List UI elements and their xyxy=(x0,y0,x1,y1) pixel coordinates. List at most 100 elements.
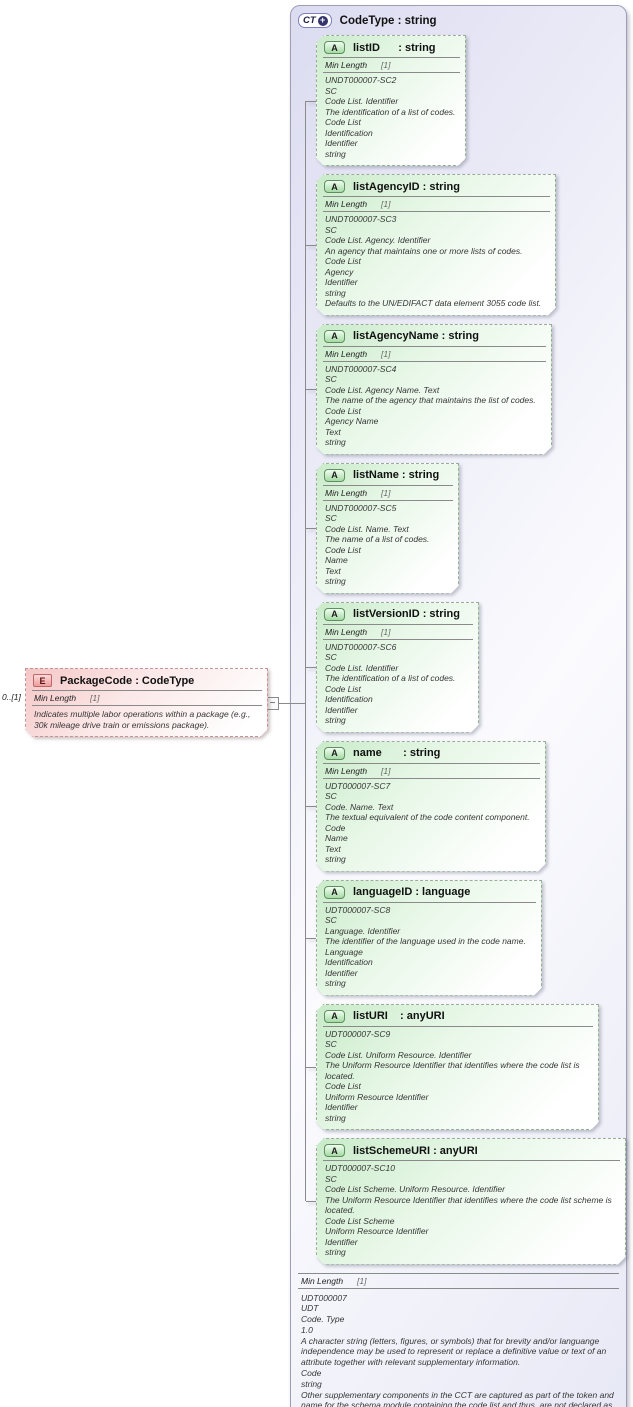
doc-line: SC xyxy=(325,1173,337,1184)
facet-label: Min Length xyxy=(325,626,368,637)
attribute-icon: A xyxy=(324,330,345,343)
attribute-box[interactable]: A listAgencyName : string Min Length [1]… xyxy=(316,324,552,455)
attribute-node: A listAgencyName : string Min Length [1]… xyxy=(306,324,621,455)
doc-line: Text xyxy=(325,565,341,576)
doc-line: string xyxy=(325,1247,346,1257)
doc-line: The identification of a list of codes. xyxy=(325,106,456,117)
attribute-header: A listVersionID : string xyxy=(324,608,474,621)
attribute-icon: A xyxy=(324,1144,345,1157)
doc-line: Defaults to the UN/EDIFACT data element … xyxy=(325,298,542,308)
facet-label: Min Length xyxy=(325,487,368,498)
doc-line: 1.0 xyxy=(301,1324,313,1335)
attribute-name: listName : string xyxy=(353,469,440,481)
doc-line: string xyxy=(325,715,346,725)
facet-value: [1] xyxy=(381,765,391,776)
attribute-box[interactable]: A listID : string Min Length [1] UNDT000… xyxy=(316,35,466,166)
attribute-name: listSchemeURI : anyURI xyxy=(353,1144,478,1157)
facet-value: [1] xyxy=(381,199,391,209)
doc-line: string xyxy=(325,978,346,988)
codetype-panel: CT + CodeType : string A listID : string… xyxy=(290,5,627,1407)
element-facet-minlength: Min Length [1] xyxy=(31,691,263,705)
attribute-icon: A xyxy=(324,1010,345,1023)
facet-label: Min Length xyxy=(325,765,368,776)
doc-line: string xyxy=(325,437,346,447)
element-description: Indicates multiple labor operations with… xyxy=(34,709,251,730)
doc-line: SC xyxy=(325,224,337,235)
attribute-box[interactable]: A listAgencyID : string Min Length [1] U… xyxy=(316,174,556,316)
doc-line: Code List Scheme. Uniform Resource. Iden… xyxy=(325,1184,505,1194)
divider xyxy=(323,902,536,903)
divider xyxy=(323,1160,620,1161)
attribute-box[interactable]: A listVersionID : string Min Length [1] … xyxy=(316,602,479,733)
divider xyxy=(323,639,473,640)
doc-line: Code. Type xyxy=(301,1314,345,1325)
attribute-header: A listAgencyName : string xyxy=(324,330,547,343)
doc-line: Identifier xyxy=(325,277,358,287)
doc-line: Language. Identifier xyxy=(325,925,401,936)
attribute-box[interactable]: A name : string Min Length [1] UDT000007… xyxy=(316,741,546,872)
doc-line: Code List. Identifier xyxy=(325,96,399,106)
codetype-facet-minlength: Min Length [1] xyxy=(298,1272,619,1289)
divider xyxy=(323,346,546,347)
codetype-header: CT + CodeType : string xyxy=(298,13,621,28)
attribute-name: listAgencyID : string xyxy=(353,180,460,193)
doc-line: Code List. Agency. Identifier xyxy=(325,235,431,245)
attribute-name: listVersionID : string xyxy=(353,608,460,620)
doc-line: SC xyxy=(325,1039,337,1049)
attribute-icon: A xyxy=(324,41,345,54)
doc-line: Identifier xyxy=(325,704,358,715)
attribute-name: listURI : anyURI xyxy=(353,1010,445,1022)
expand-icon[interactable]: + xyxy=(317,15,328,26)
doc-line: SC xyxy=(325,85,337,96)
facet-label: Min Length xyxy=(325,199,368,209)
doc-line: UDT000007-SC7 xyxy=(325,780,391,791)
attribute-icon: A xyxy=(324,608,345,621)
doc-line: The Uniform Resource Identifier that ide… xyxy=(325,1060,580,1081)
attribute-node: A name : string Min Length [1] UDT000007… xyxy=(306,741,621,872)
attribute-name: listID : string xyxy=(353,41,436,54)
facet-label: Min Length xyxy=(34,693,77,703)
attribute-facet-minlength: Min Length [1] xyxy=(322,347,547,361)
attribute-facet-minlength: Min Length [1] xyxy=(322,197,551,211)
attribute-facet-minlength: Min Length [1] xyxy=(322,486,454,500)
doc-line: Agency Name xyxy=(325,416,379,426)
attribute-name: listAgencyName : string xyxy=(353,330,479,342)
doc-line: string xyxy=(325,148,346,159)
doc-line: UDT000007 xyxy=(301,1292,347,1303)
divider xyxy=(323,72,460,73)
divider xyxy=(323,624,473,625)
element-box[interactable]: E PackageCode : CodeType Min Length [1] … xyxy=(25,668,268,737)
attribute-node: A listName : string Min Length [1] UNDT0… xyxy=(306,463,621,594)
divider xyxy=(32,705,262,706)
divider xyxy=(323,361,546,362)
facet-label: Min Length xyxy=(325,60,368,70)
doc-line: SC xyxy=(325,652,337,662)
attribute-header: A name : string xyxy=(324,747,541,760)
doc-line: UDT xyxy=(301,1303,319,1314)
doc-line: SC xyxy=(325,791,337,801)
codetype-title: CodeType : string xyxy=(339,14,437,27)
doc-line: Code List. Identifier xyxy=(325,662,399,673)
facet-label: Min Length xyxy=(325,348,368,359)
facet-value: [1] xyxy=(381,626,391,637)
doc-line: Other supplementary components in the CC… xyxy=(301,1389,614,1407)
attribute-name: name : string xyxy=(353,747,441,759)
doc-line: UNDT000007-SC3 xyxy=(325,214,397,224)
doc-line: UDT000007-SC10 xyxy=(325,1163,395,1173)
attribute-header: A listURI : anyURI xyxy=(324,1010,594,1023)
doc-line: The name of a list of codes. xyxy=(325,534,430,544)
attribute-box[interactable]: A listName : string Min Length [1] UNDT0… xyxy=(316,463,459,594)
element-icon: E xyxy=(33,674,52,687)
doc-line: Name xyxy=(325,833,348,843)
